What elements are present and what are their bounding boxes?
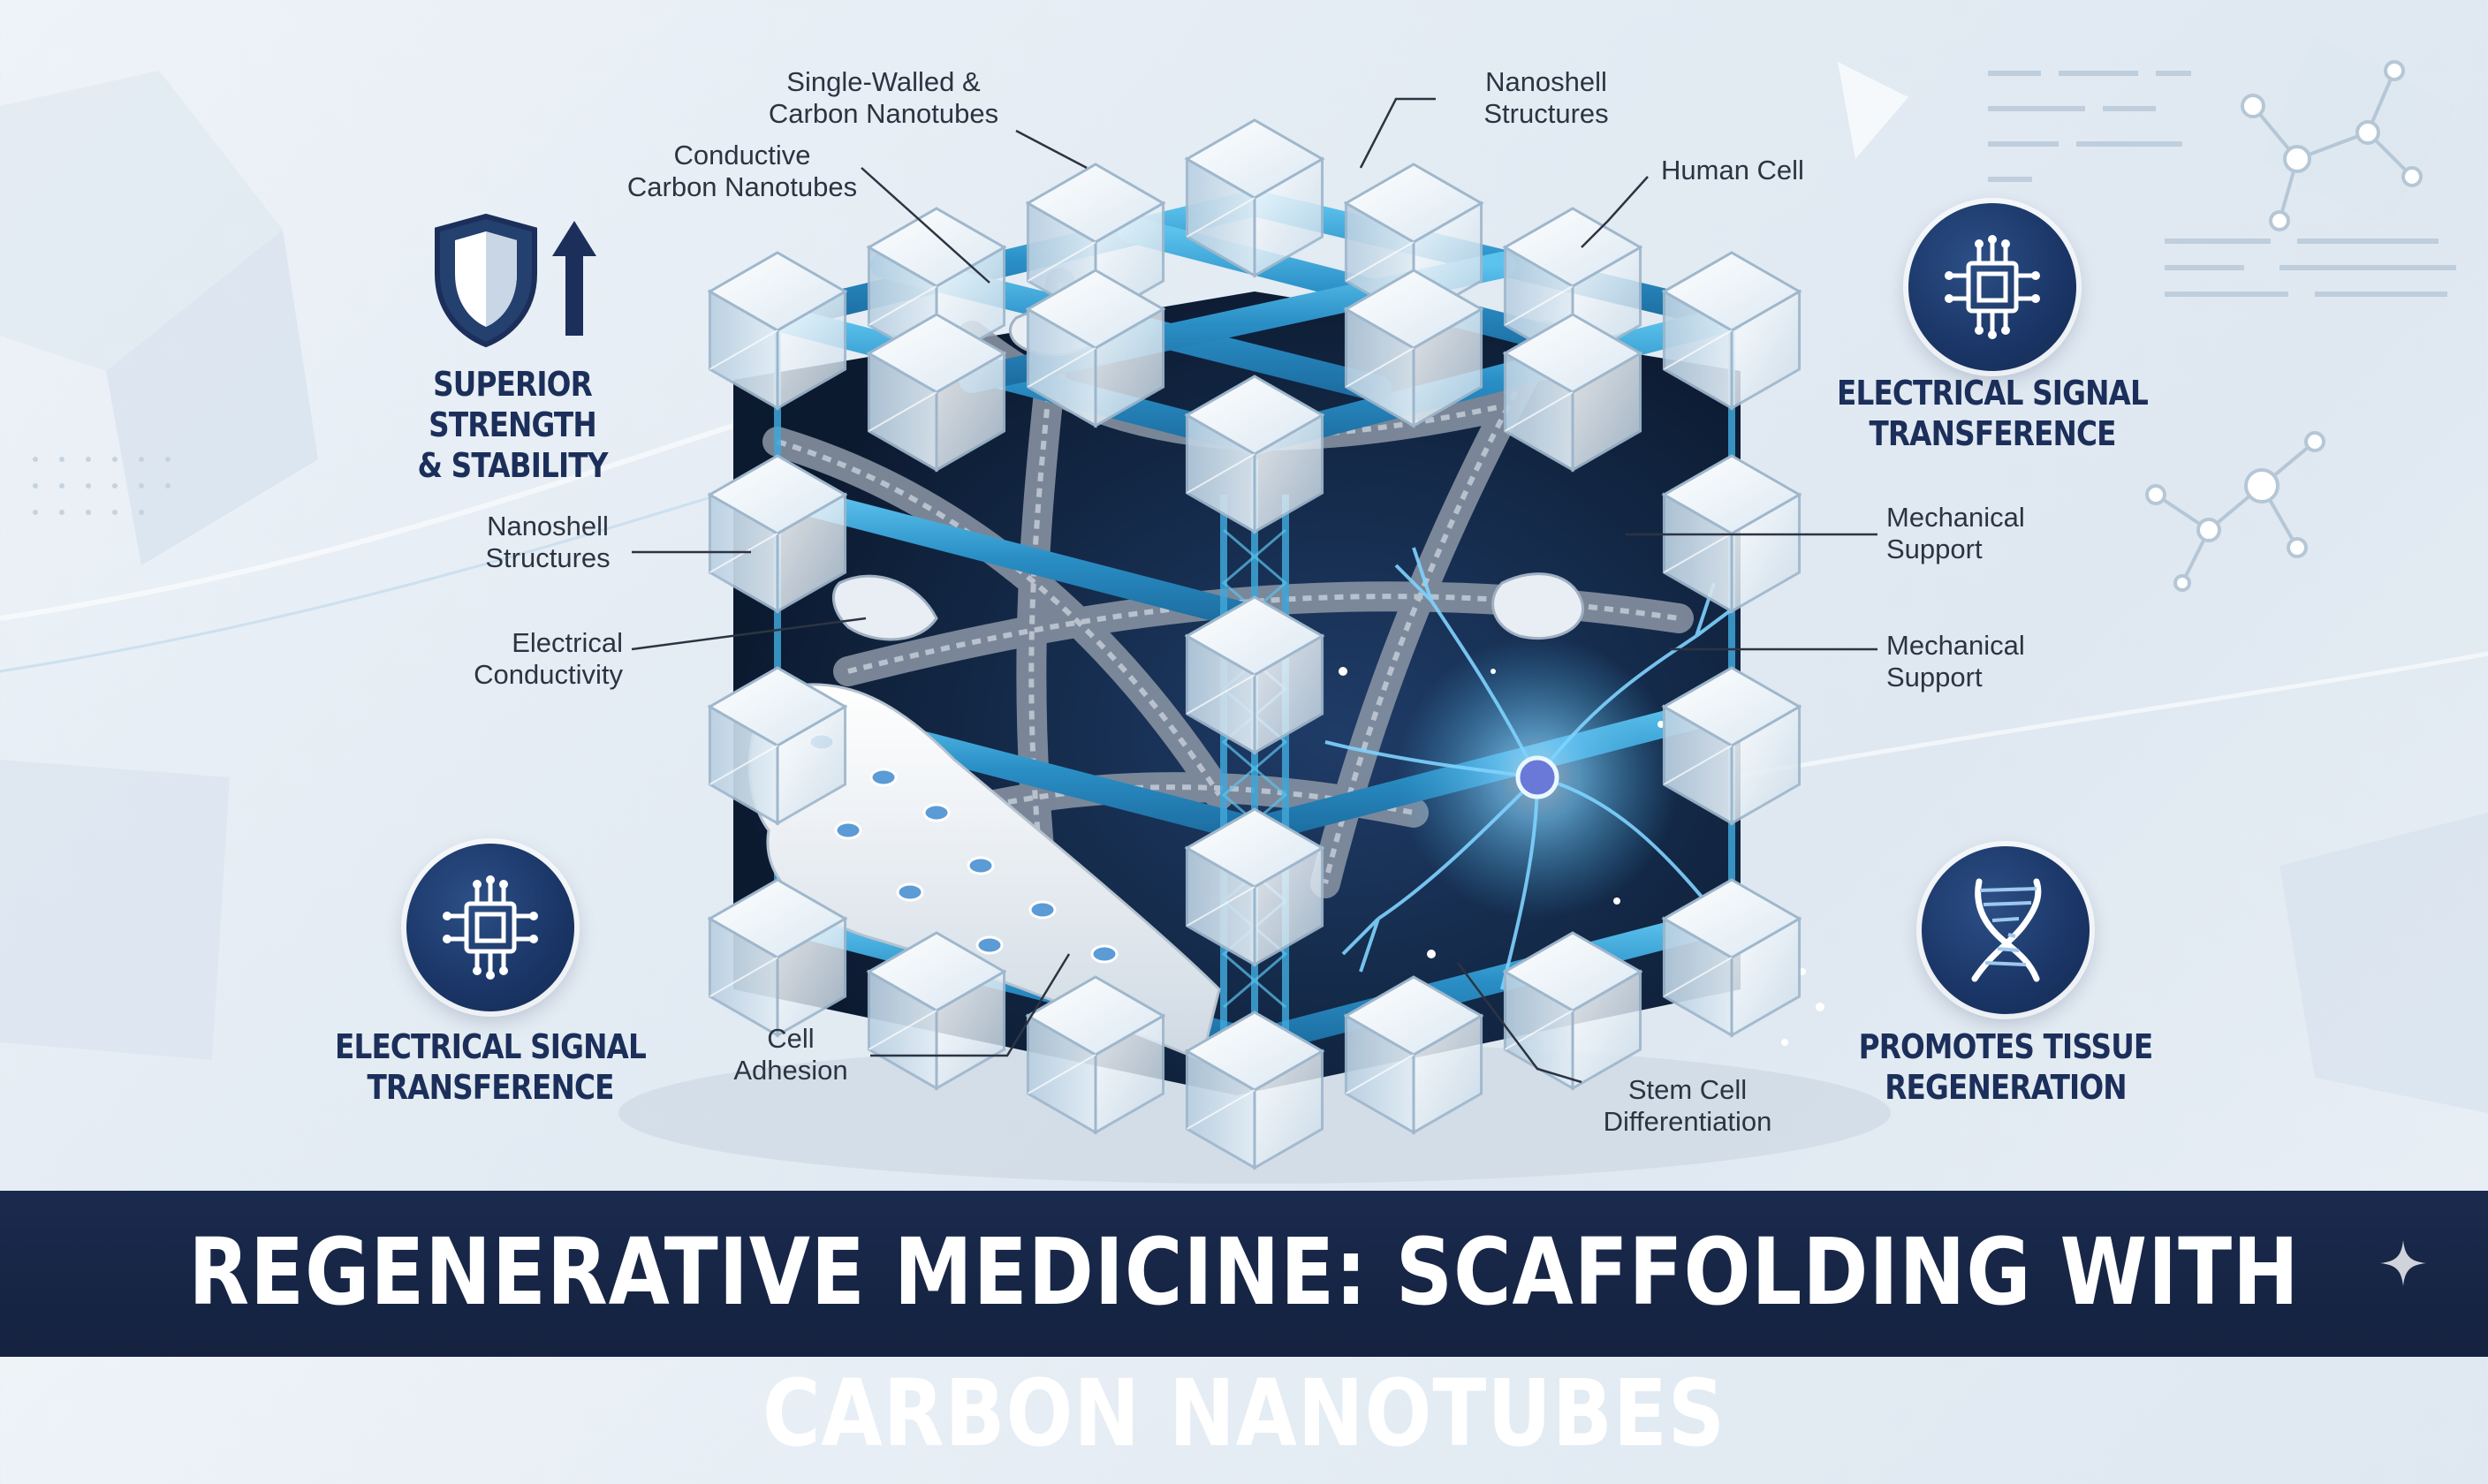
cube-highlight (1663, 329, 1733, 370)
label-cell-adhesion: Cell Adhesion (733, 1023, 848, 1086)
cube-highlight (1345, 347, 1415, 388)
cube-highlight (1186, 674, 1255, 715)
badge-signal-left (406, 844, 574, 1011)
cube-highlight (868, 1010, 937, 1050)
label-single-walled-nanotubes: Single-Walled & Carbon Nanotubes (768, 66, 999, 129)
cube-highlight (1345, 1054, 1415, 1094)
cube-highlight (1663, 745, 1733, 785)
cube-highlight (1504, 1010, 1574, 1050)
scaffold-cubes (707, 118, 1802, 1170)
cube-highlight (1186, 453, 1255, 494)
footer-banner (0, 1191, 2488, 1357)
cube-highlight (1504, 285, 1574, 326)
cube-highlight (1345, 241, 1415, 282)
cube-highlight (1027, 241, 1096, 282)
cube-highlight (1186, 886, 1255, 927)
dna-icon (1971, 878, 2042, 982)
page-title: REGENERATIVE MEDICINE: SCAFFOLDING WITH … (188, 1218, 2300, 1467)
badge-regeneration (1922, 846, 2090, 1014)
label-stem-cell-differentiation: Stem Cell Differentiation (1603, 1074, 1772, 1137)
cube-highlight (1027, 347, 1096, 388)
cube-highlight (1186, 1089, 1255, 1130)
label-nanoshell-structures-top: Nanoshell Structures (1483, 66, 1609, 129)
feature-regeneration-title: PROMOTES TISSUE REGENERATION (1858, 1027, 2154, 1107)
cube-highlight (709, 745, 778, 785)
badge-signal-right (1908, 203, 2076, 371)
microchip-icon (1945, 235, 2040, 339)
cube-highlight (1186, 197, 1255, 238)
label-nanoshell-structures-left: Nanoshell Structures (485, 511, 611, 573)
label-mechanical-support-2: Mechanical Support (1886, 630, 2025, 693)
cube-highlight (1027, 1054, 1096, 1094)
label-conductive-nanotubes: Conductive Carbon Nanotubes (626, 140, 858, 202)
feature-strength-title: SUPERIOR STRENGTH & STABILITY (417, 365, 608, 485)
background-illustration (0, 35, 2488, 1184)
cube-highlight (1663, 957, 1733, 997)
feature-signal-right-title: ELECTRICAL SIGNAL TRANSFERENCE (1837, 374, 2149, 453)
cube-highlight (1504, 391, 1574, 432)
sparkle-icon (2380, 1240, 2426, 1286)
label-electrical-conductivity: Electrical Conductivity (474, 627, 623, 690)
cube-highlight (868, 285, 937, 326)
cube-highlight (1663, 533, 1733, 573)
cube-highlight (709, 957, 778, 997)
label-human-cell: Human Cell (1661, 155, 1804, 186)
label-mechanical-support-1: Mechanical Support (1886, 502, 2025, 564)
microchip-icon (443, 875, 538, 980)
cube-highlight (868, 391, 937, 432)
cube-highlight (709, 329, 778, 370)
feature-signal-left-title: ELECTRICAL SIGNAL TRANSFERENCE (335, 1027, 647, 1107)
shield-arrow-icon (435, 213, 596, 348)
